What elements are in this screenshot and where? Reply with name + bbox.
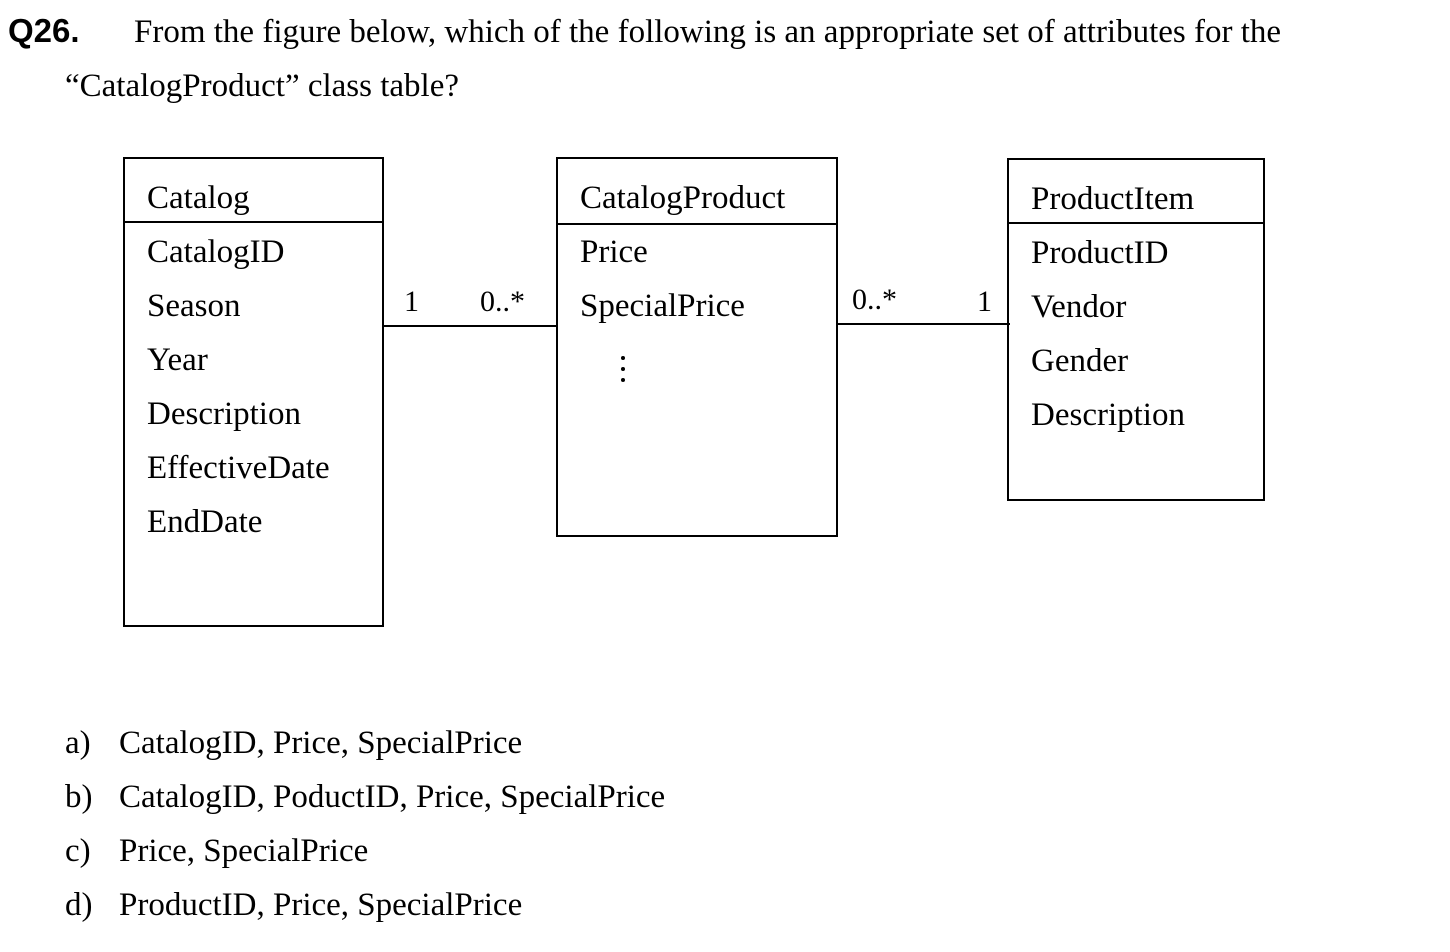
class-attribute: Year — [147, 342, 208, 378]
class-attribute: Price — [580, 234, 648, 270]
class-name-catalog: Catalog — [147, 180, 250, 216]
class-attribute: ProductID — [1031, 235, 1169, 271]
class-attribute: EndDate — [147, 504, 263, 540]
option-letter: a) — [65, 725, 91, 761]
class-box-catalog: Catalog CatalogID Season Year Descriptio… — [123, 157, 384, 627]
class-attribute: Vendor — [1031, 289, 1127, 325]
option-text: CatalogID, PoductID, Price, SpecialPrice — [119, 779, 666, 815]
option-text: ProductID, Price, SpecialPrice — [119, 887, 523, 923]
class-name-productitem: ProductItem — [1031, 181, 1195, 217]
option-text: Price, SpecialPrice — [119, 833, 369, 869]
question-number: Q26. — [8, 12, 80, 49]
question-text-line2: “CatalogProduct” class table? — [65, 68, 460, 104]
class-attribute: EffectiveDate — [147, 450, 330, 486]
option-letter: c) — [65, 833, 91, 869]
class-attribute: CatalogID — [147, 234, 285, 270]
option-text: CatalogID, Price, SpecialPrice — [119, 725, 523, 761]
class-attribute: Description — [147, 396, 301, 432]
multiplicity-label: 0..* — [480, 285, 525, 318]
association-line-catalog-catalogproduct — [384, 325, 556, 327]
multiplicity-label: 1 — [404, 285, 419, 318]
class-box-productitem: ProductItem ProductID Vendor Gender Desc… — [1007, 158, 1265, 501]
class-box-catalogproduct: CatalogProduct Price SpecialPrice — [556, 157, 838, 537]
question-text-line1: From the figure below, which of the foll… — [134, 14, 1282, 50]
class-name-catalogproduct: CatalogProduct — [580, 180, 786, 216]
continuation-ellipsis-icon — [621, 356, 625, 389]
option-letter: d) — [65, 887, 93, 923]
option-letter: b) — [65, 779, 93, 815]
multiplicity-label: 0..* — [852, 283, 897, 316]
class-attribute: Season — [147, 288, 241, 324]
class-attribute: Gender — [1031, 343, 1129, 379]
class-divider — [1009, 222, 1263, 224]
multiplicity-label: 1 — [977, 285, 992, 318]
class-attribute: Description — [1031, 397, 1185, 433]
class-divider — [125, 221, 382, 223]
class-divider — [558, 223, 836, 225]
association-line-catalogproduct-productitem — [838, 323, 1010, 325]
class-attribute: SpecialPrice — [580, 288, 745, 324]
